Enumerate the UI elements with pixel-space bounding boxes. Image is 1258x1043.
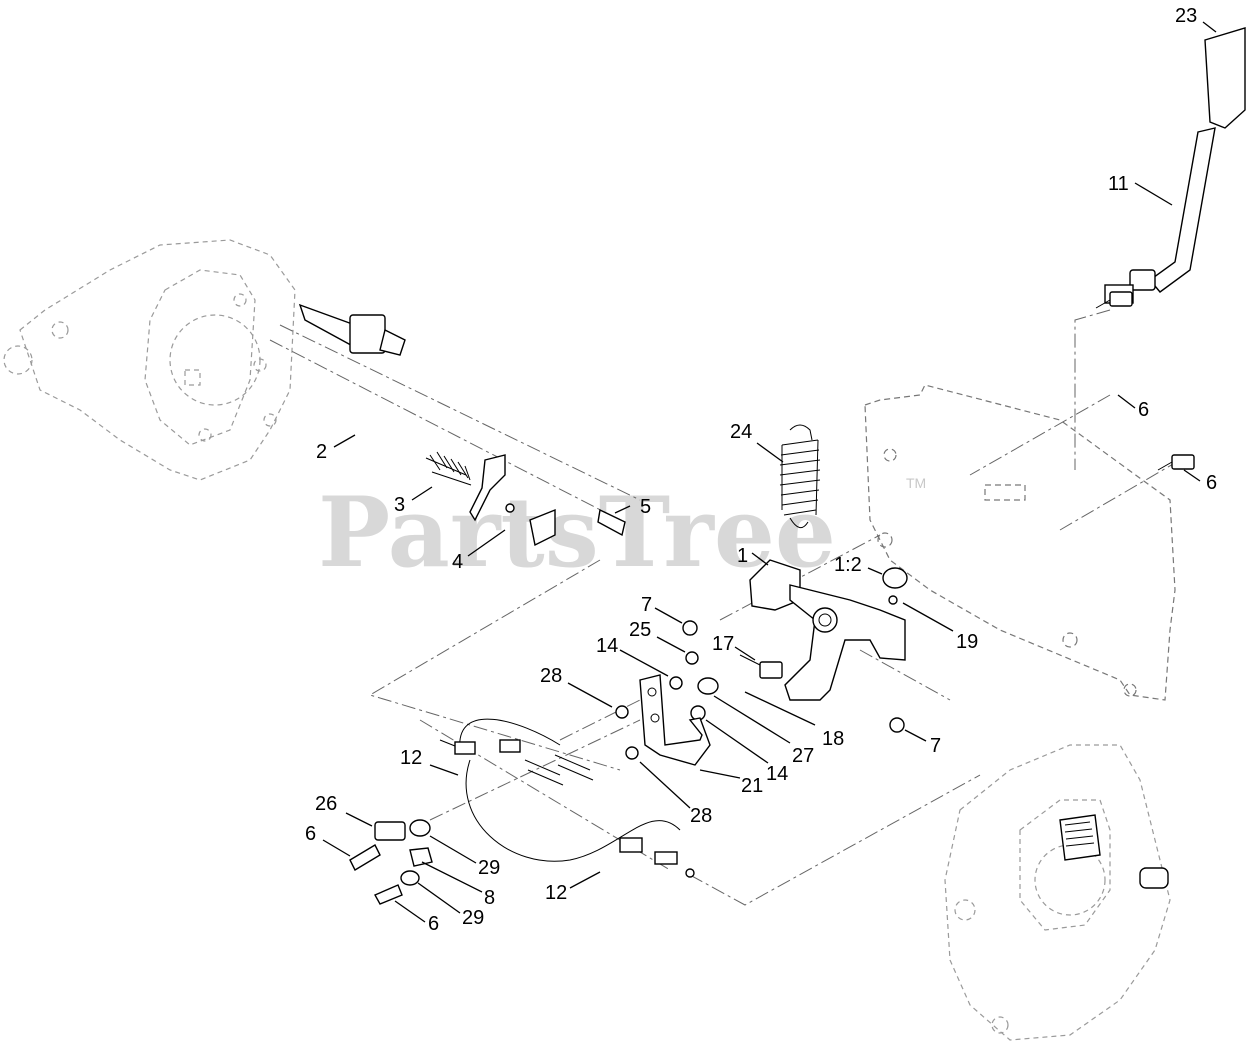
left-transmission-housing [3,239,296,481]
callout-23: 23 [1175,5,1197,27]
callout-2: 2 [316,441,327,463]
lower-left-hardware [349,819,433,905]
callout-28: 28 [540,665,562,687]
bushing-part [882,567,908,589]
callout-4: 4 [452,551,463,573]
lever-part [1104,127,1216,304]
callout-5: 5 [640,496,651,518]
mounting-plate [864,384,1176,701]
callout-12: 12 [400,747,422,769]
callout-7: 7 [930,735,941,757]
callout-19: 19 [956,631,978,653]
right-transmission-housing [944,744,1171,1041]
switch-part [739,654,783,679]
callout-21: 21 [741,775,763,797]
watermark-text: PartsTree [318,476,836,589]
bolt-part-upper-a [1095,291,1133,309]
callout-17: 17 [712,633,734,655]
cable-assembly [439,718,695,878]
callout-labels: 23 11 6 6 24 2 3 5 4 1 1:2 19 7 25 14 17… [305,5,1217,935]
callout-1-2: 1:2 [834,554,862,576]
bracket-part-4 [469,454,556,547]
callout-18: 18 [822,728,844,750]
callout-11: 11 [1108,173,1129,195]
callout-6: 6 [428,913,439,935]
bolt-part-upper-b [1157,454,1195,471]
pin-part [597,508,626,537]
small-hardware [615,595,905,760]
callout-6: 6 [1206,472,1217,494]
grip-part [1204,27,1246,129]
callout-7: 7 [641,594,652,616]
callout-12: 12 [545,882,567,904]
callout-26: 26 [315,793,337,815]
callout-29: 29 [478,857,500,879]
callout-6: 6 [305,823,316,845]
pivot-bracket-part [749,559,906,701]
callout-14: 14 [766,763,788,785]
callout-29: 29 [462,907,484,929]
watermark-tm: TM [906,475,926,491]
spring-part [779,424,821,529]
compression-spring-part [425,451,472,486]
callout-24: 24 [730,421,752,443]
callout-3: 3 [394,494,405,516]
callout-28: 28 [690,805,712,827]
callout-14: 14 [596,635,618,657]
callout-6: 6 [1138,399,1149,421]
assembly-lines [269,309,1181,906]
callout-27: 27 [792,745,814,767]
callout-8: 8 [484,887,495,909]
callout-1: 1 [737,545,748,567]
callout-25: 25 [629,619,651,641]
shaft-part [298,303,406,356]
bracket-plate-part [639,674,711,766]
leader-lines [322,21,1217,923]
